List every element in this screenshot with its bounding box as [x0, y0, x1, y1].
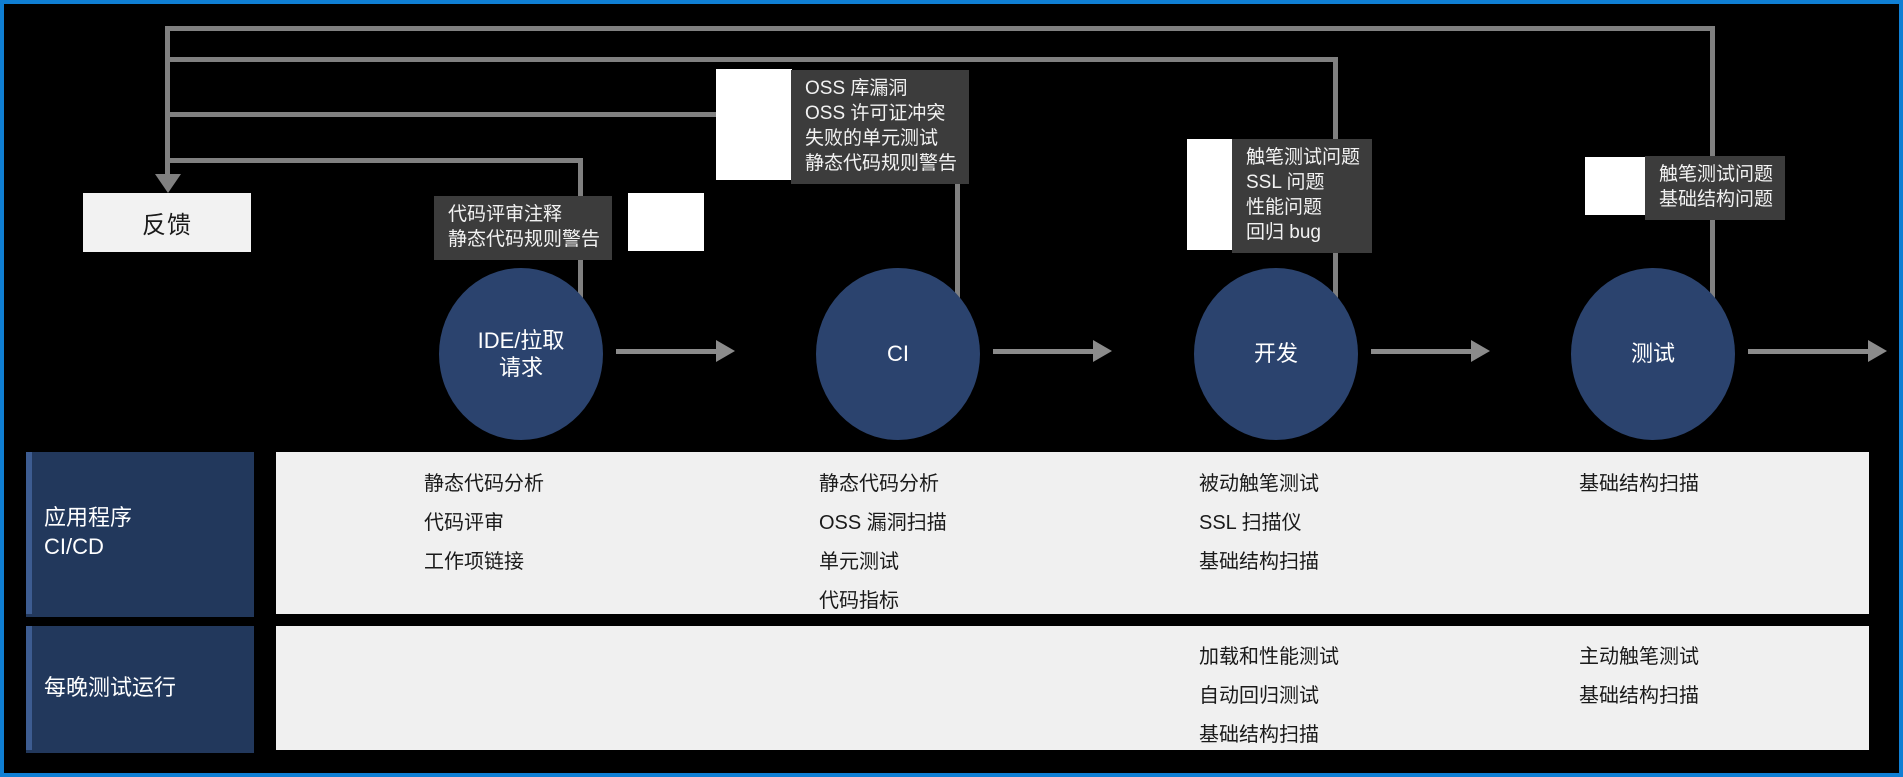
feedback-line-from-test [165, 26, 1715, 31]
test-callout-item-1: 基础结构问题 [1659, 189, 1774, 211]
cell-app-cicd-dev: 被动触笔测试 SSL 扫描仪 基础结构扫描 [1199, 469, 1319, 586]
cell-item: 代码指标 [819, 590, 899, 612]
cell-item: 基础结构扫描 [1199, 551, 1319, 573]
cell-item: 工作项链接 [424, 551, 524, 573]
cell-item: 基础结构扫描 [1579, 473, 1699, 495]
cell-item: 静态代码分析 [819, 473, 939, 495]
dev-callout-item-2: 性能问题 [1246, 197, 1323, 219]
row-label-accent-bar [26, 452, 32, 614]
stage-ide-label-line1: IDE/拉取 [477, 327, 565, 353]
cell-app-cicd-test: 基础结构扫描 [1579, 469, 1699, 508]
feedback-line-from-ci [165, 112, 960, 117]
cell-item: 静态代码分析 [424, 473, 544, 495]
ci-callout-card [716, 69, 792, 180]
ide-callout[interactable]: 代码评审注释 静态代码规则警告 [434, 196, 613, 261]
row-label-app-cicd-line2: CI/CD [44, 534, 104, 559]
stage-dev-label: 开发 [1253, 341, 1298, 367]
ide-callout-card [628, 193, 704, 251]
stage-ci[interactable]: CI [816, 268, 980, 440]
ide-callout-item-1: 静态代码规则警告 [448, 229, 601, 251]
ci-callout-item-0: OSS 库漏洞 [805, 78, 908, 99]
stage-ide-label-line2: 请求 [498, 355, 543, 380]
feedback-trunk-vertical [165, 26, 170, 176]
flow-arrow-ci-to-dev-shaft [993, 349, 1093, 354]
cell-item: 加载和性能测试 [1199, 646, 1339, 668]
cell-item: 代码评审 [424, 512, 504, 534]
test-callout-card [1585, 157, 1651, 215]
row-label-nightly-test-run-line1: 每晚测试运行 [44, 674, 177, 700]
cell-item: 自动回归测试 [1199, 685, 1319, 707]
row-label-app-cicd[interactable]: 应用程序 CI/CD [26, 452, 254, 614]
stage-ci-label: CI [887, 341, 909, 367]
cell-item: 主动触笔测试 [1579, 646, 1699, 668]
flow-arrow-ide-to-ci-head [716, 340, 735, 362]
cell-item: 基础结构扫描 [1199, 724, 1319, 746]
row-label-app-cicd-line1: 应用程序 [44, 505, 133, 531]
stage-test[interactable]: 测试 [1571, 268, 1735, 440]
flow-arrow-dev-to-test-head [1471, 340, 1490, 362]
flow-arrow-ide-to-ci-shaft [616, 349, 716, 354]
row-body-app-cicd [276, 452, 1869, 614]
ci-callout-item-3: 静态代码规则警告 [805, 153, 958, 175]
feedback-line-from-ide [165, 158, 583, 163]
cell-nightly-dev: 加载和性能测试 自动回归测试 基础结构扫描 [1199, 642, 1339, 759]
stage-dev[interactable]: 开发 [1194, 268, 1358, 440]
ci-callout-item-2: 失败的单元测试 [805, 128, 939, 150]
cell-item: OSS 漏洞扫描 [819, 512, 947, 534]
dev-callout-item-3: 回归 bug [1246, 222, 1321, 244]
feedback-line-from-dev [165, 57, 1338, 62]
feedback-box[interactable]: 反馈 [83, 193, 251, 252]
dev-callout-item-1: SSL 问题 [1246, 172, 1325, 194]
cell-app-cicd-ide: 静态代码分析 代码评审 工作项链接 [424, 469, 544, 586]
cell-item: 单元测试 [819, 551, 899, 573]
ci-callout[interactable]: OSS 库漏洞 OSS 许可证冲突 失败的单元测试 静态代码规则警告 [791, 70, 970, 185]
row-label-accent-bar [26, 626, 32, 750]
cell-item: 被动触笔测试 [1199, 473, 1319, 495]
cell-app-cicd-ci: 静态代码分析 OSS 漏洞扫描 单元测试 代码指标 [819, 469, 947, 625]
cell-item: SSL 扫描仪 [1199, 512, 1302, 534]
cell-nightly-test: 主动触笔测试 基础结构扫描 [1579, 642, 1699, 720]
feedback-label: 反馈 [142, 212, 192, 239]
dev-callout[interactable]: 触笔测试问题 SSL 问题 性能问题 回归 bug [1232, 139, 1373, 254]
row-body-nightly-test-run [276, 626, 1869, 750]
ci-drop-vertical [955, 112, 960, 307]
flow-arrow-test-to-end-head [1868, 340, 1887, 362]
test-callout[interactable]: 触笔测试问题 基础结构问题 [1645, 156, 1786, 221]
feedback-arrowhead [155, 174, 181, 193]
test-callout-item-0: 触笔测试问题 [1659, 164, 1774, 185]
ci-callout-item-1: OSS 许可证冲突 [805, 103, 946, 125]
ide-callout-item-0: 代码评审注释 [448, 204, 563, 225]
row-label-nightly-test-run[interactable]: 每晚测试运行 [26, 626, 254, 750]
cell-item: 基础结构扫描 [1579, 685, 1699, 707]
flow-arrow-test-to-end-shaft [1748, 349, 1868, 354]
flow-arrow-dev-to-test-shaft [1371, 349, 1471, 354]
dev-callout-item-0: 触笔测试问题 [1246, 147, 1361, 168]
flow-arrow-ci-to-dev-head [1093, 340, 1112, 362]
stage-ide[interactable]: IDE/拉取 请求 [439, 268, 603, 440]
stage-test-label: 测试 [1630, 341, 1675, 367]
